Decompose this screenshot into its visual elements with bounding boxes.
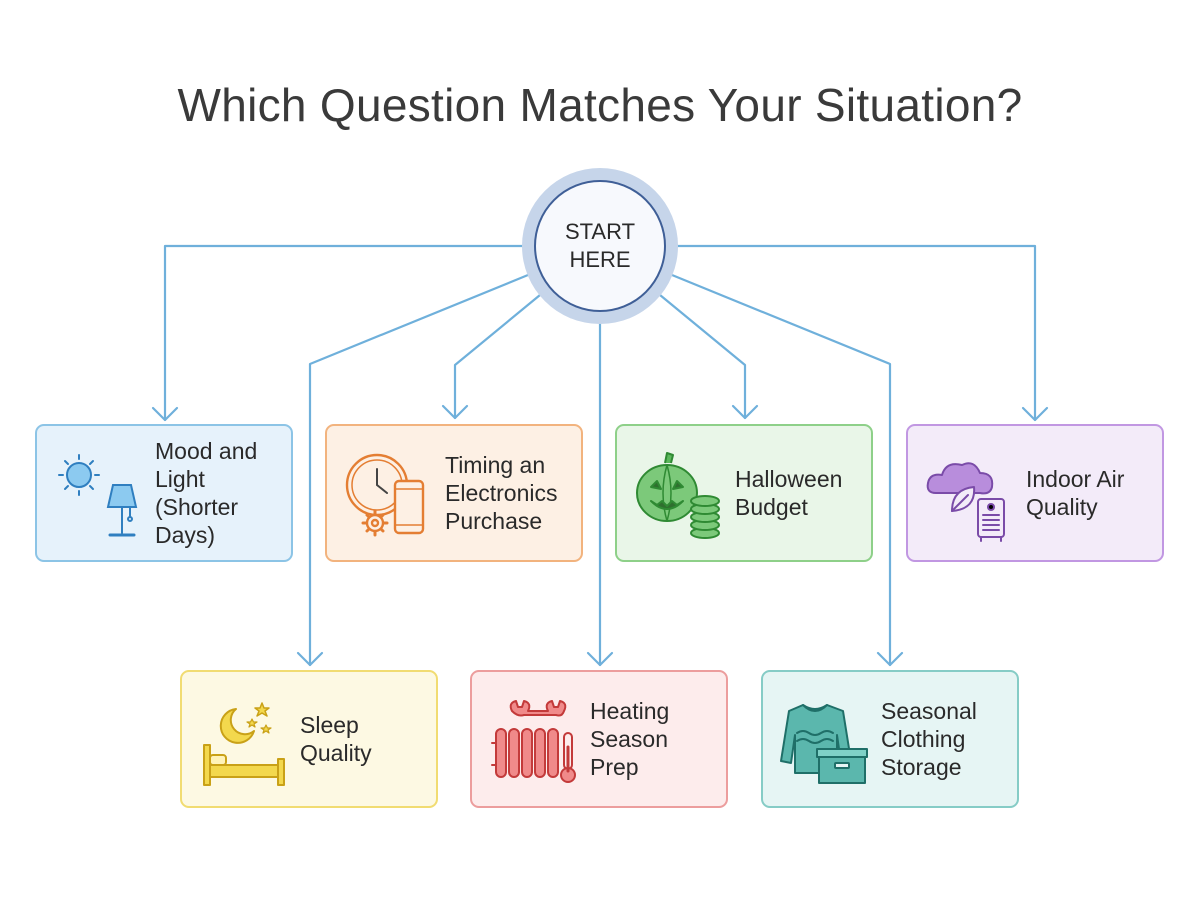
node-halloween-budget[interactable]: Halloween Budget [615,424,873,562]
node-seasonal-clothing-storage[interactable]: Seasonal Clothing Storage [761,670,1019,808]
node-mood-and-light[interactable]: Mood and Light (Shorter Days) [35,424,293,562]
connector-clothing [670,273,892,667]
connector-sleep [308,273,530,667]
radiator-wrench-icon [491,700,576,783]
node-label: Mood and Light (Shorter Days) [155,438,258,548]
clock-phone-icon [345,453,425,537]
moon-bed-icon [203,702,285,786]
sweater-box-icon [780,704,868,784]
node-heating-season-prep[interactable]: Heating Season Prep [470,670,728,808]
start-node-label: START HERE [564,219,636,272]
node-label: Timing an Electronics Purchase [445,452,558,534]
node-label: Indoor Air Quality [1026,466,1125,520]
pumpkin-coins-icon [636,452,720,539]
arrowhead-air [1021,406,1049,422]
node-sleep-quality[interactable]: Sleep Quality [180,670,438,808]
arrowhead-halloween [731,404,759,420]
cloud-purifier-icon [926,462,1005,542]
connector-halloween [658,293,747,420]
start-node[interactable]: START HERE [534,180,666,312]
connector-timing [453,293,542,420]
node-label: Halloween Budget [735,466,843,520]
node-label: Heating Season Prep [590,698,670,780]
sun-lamp-icon [58,454,138,537]
node-timing-electronics[interactable]: Timing an Electronics Purchase [325,424,583,562]
arrowhead-sleep [296,651,324,667]
node-label: Seasonal Clothing Storage [881,698,977,780]
arrowhead-mood [151,406,179,422]
node-label: Sleep Quality [300,712,372,766]
arrowhead-heating [586,651,614,667]
node-indoor-air-quality[interactable]: Indoor Air Quality [906,424,1164,562]
diagram-title: Which Question Matches Your Situation? [177,79,1023,131]
connector-mood [163,244,526,422]
arrowhead-timing [441,404,469,420]
connector-air [674,244,1037,422]
arrowhead-clothing [876,651,904,667]
